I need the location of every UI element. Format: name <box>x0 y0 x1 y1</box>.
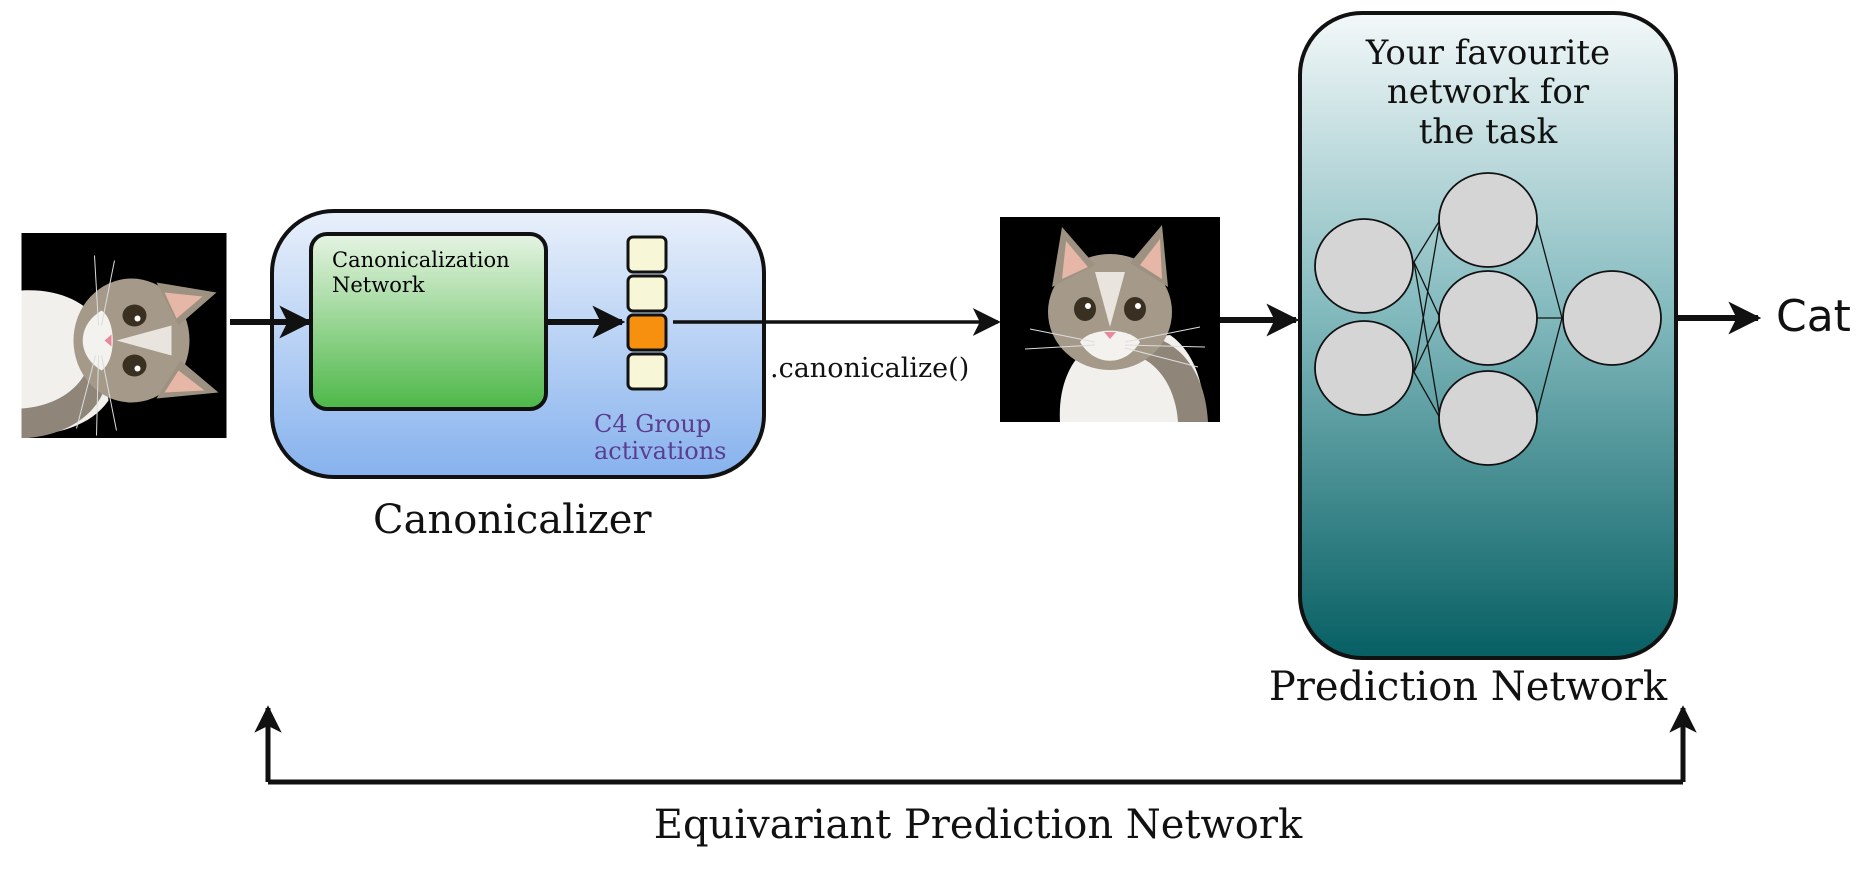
prediction-title-2: network for <box>1387 72 1590 112</box>
canonicalize-edge-label: .canonicalize() <box>770 353 969 384</box>
prediction-network-caption: Prediction Network <box>1269 664 1668 710</box>
output-node <box>1562 270 1662 366</box>
canonicalizer-block: Canonicalization Network C4 Group activa… <box>270 209 766 479</box>
prediction-network-block: Your favourite network for the task <box>1298 11 1678 660</box>
activation-cell-active <box>626 313 668 352</box>
activation-cell <box>626 274 668 313</box>
c4-group-label-2: activations <box>594 437 726 465</box>
hidden-node <box>1438 172 1538 268</box>
activation-cell <box>626 352 668 391</box>
hidden-node <box>1438 370 1538 466</box>
input-image-rotated <box>21 233 227 438</box>
c4-group-label-1: C4 Group <box>594 410 711 438</box>
canonicalization-network-label-1: Canonicalization <box>332 248 510 272</box>
network-nodes <box>1314 172 1662 466</box>
prediction-title-1: Your favourite <box>1365 33 1610 73</box>
canonicalizer-caption: Canonicalizer <box>373 497 652 543</box>
network-edges <box>1413 219 1563 419</box>
activation-cell <box>626 235 668 274</box>
prediction-title-3: the task <box>1419 112 1558 152</box>
hidden-node <box>1438 270 1538 366</box>
canonicalized-image <box>999 216 1221 423</box>
input-node <box>1314 320 1414 416</box>
equivariant-bracket <box>254 705 1697 785</box>
c4-group-activations <box>626 235 668 391</box>
canonicalization-network-label-2: Network <box>332 273 425 297</box>
equivariant-caption: Equivariant Prediction Network <box>654 802 1303 848</box>
output-label: Cat <box>1776 291 1851 342</box>
input-node <box>1314 218 1414 314</box>
